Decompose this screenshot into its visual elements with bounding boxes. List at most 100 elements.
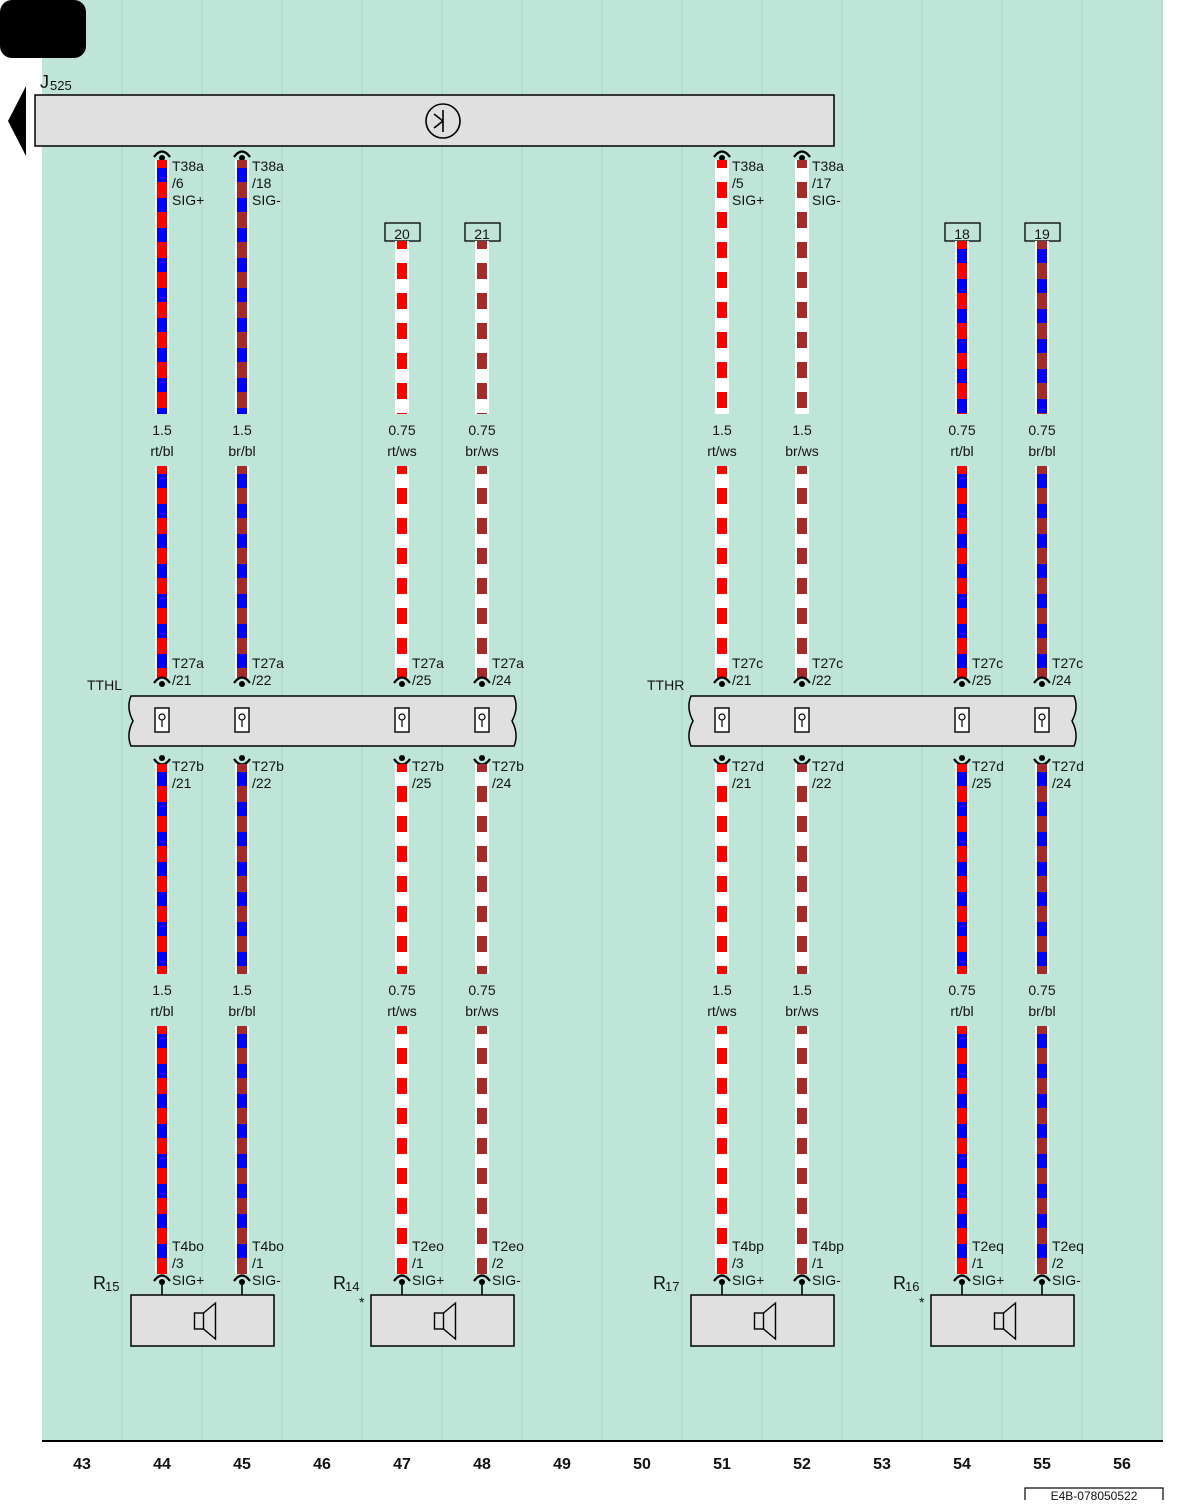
wire-stripe xyxy=(477,309,487,323)
wire-stripe xyxy=(957,369,967,383)
wire-stripe xyxy=(237,348,247,362)
wire-stripe xyxy=(717,198,727,212)
connector-bottom-icon xyxy=(233,1274,251,1282)
wire-stripe xyxy=(717,952,727,966)
pin-number: /1 xyxy=(252,1255,264,1271)
speaker-cone-icon xyxy=(1003,1301,1017,1341)
pin-signal: SIG+ xyxy=(412,1272,444,1288)
wire-stripe xyxy=(1037,862,1047,876)
wire-base-color xyxy=(477,1026,487,1274)
wire-stripe xyxy=(157,288,167,302)
wire-stripe xyxy=(237,1034,247,1048)
speaker-r15 xyxy=(130,1294,275,1347)
wire-stripe xyxy=(397,892,407,906)
wire-stripe xyxy=(237,802,247,816)
wire-stripe xyxy=(717,318,727,332)
wire-base-color xyxy=(797,160,807,414)
connector-bottom-dot xyxy=(1039,1279,1045,1285)
wire-stripe xyxy=(397,309,407,323)
pin-connector: T4bo xyxy=(252,1238,284,1254)
wire-size: 0.75 xyxy=(388,422,415,438)
wire-stripe xyxy=(797,594,807,608)
pin-connector: T38a xyxy=(172,158,204,174)
wire-stripe xyxy=(477,1124,487,1138)
pin-connector: T27a xyxy=(492,655,524,671)
wire-stripe xyxy=(477,862,487,876)
connector-tt-top-dot xyxy=(239,681,245,687)
wire-stripe xyxy=(237,534,247,548)
connector-bottom-dot xyxy=(719,1279,725,1285)
wire-stripe xyxy=(397,802,407,816)
connector-top-icon xyxy=(793,150,811,158)
pin-signal: SIG- xyxy=(1052,1272,1081,1288)
wire-stripe xyxy=(157,198,167,212)
connector-tt-top-icon xyxy=(793,676,811,684)
wire-stripe xyxy=(237,1244,247,1258)
speaker-letter: R xyxy=(333,1273,346,1293)
wire-color: br/bl xyxy=(228,443,255,459)
wire-base-color xyxy=(717,1026,727,1274)
wire-stripe xyxy=(237,1154,247,1168)
wire-stripe xyxy=(797,862,807,876)
wire-stripe xyxy=(1037,279,1047,293)
wire-stripe xyxy=(797,892,807,906)
wire-stripe xyxy=(157,378,167,392)
wire-base-color xyxy=(1037,241,1047,414)
wire-stripe xyxy=(1037,1184,1047,1198)
wire-color: rt/bl xyxy=(950,443,973,459)
pin-connector: T38a xyxy=(252,158,284,174)
wire-stripe xyxy=(1037,504,1047,518)
connector-tt-top-dot xyxy=(959,681,965,687)
wire-stripe xyxy=(237,654,247,668)
pin-connector: T27d xyxy=(812,758,844,774)
wire-stripe xyxy=(237,258,247,272)
wire-stripe xyxy=(1037,399,1047,413)
wire-stripe xyxy=(477,654,487,668)
wire-stripe xyxy=(397,832,407,846)
pin-connector: T4bp xyxy=(812,1238,844,1254)
connector-tt-top-dot xyxy=(719,681,725,687)
wire-stripe xyxy=(157,258,167,272)
pin-number: /1 xyxy=(812,1255,824,1271)
column-number: 45 xyxy=(233,1456,251,1473)
connector-tt-top-dot xyxy=(399,681,405,687)
wire-stripe xyxy=(1037,249,1047,263)
pin-number: /24 xyxy=(1052,672,1072,688)
wire-stripe xyxy=(1037,654,1047,668)
column-number: 49 xyxy=(553,1456,571,1473)
connector-bottom-dot xyxy=(159,1279,165,1285)
wire-stripe xyxy=(397,369,407,383)
wire-base-color xyxy=(157,1026,167,1274)
wire-stripe xyxy=(157,474,167,488)
wire-stripe xyxy=(237,892,247,906)
pin-number: /22 xyxy=(252,775,272,791)
wire-stripe xyxy=(717,168,727,182)
connector-bottom-icon xyxy=(953,1274,971,1282)
wire-stripe xyxy=(797,258,807,272)
wire-stripe xyxy=(797,408,807,414)
speaker-r16 xyxy=(930,1294,1075,1347)
wire-stripe xyxy=(237,1094,247,1108)
wire-stripe xyxy=(717,474,727,488)
connector-tt-top-icon xyxy=(953,676,971,684)
connector-tt-top-dot xyxy=(1039,681,1045,687)
wire-color: br/ws xyxy=(785,443,818,459)
wire-stripe xyxy=(477,1094,487,1108)
wire-stripe xyxy=(237,772,247,786)
pin-number: /3 xyxy=(172,1255,184,1271)
wire-stripe xyxy=(957,564,967,578)
wire-stripe xyxy=(797,378,807,392)
wire-stripe xyxy=(1037,832,1047,846)
wire-stripe xyxy=(477,534,487,548)
wire-base-color xyxy=(957,241,967,414)
pin-number: /21 xyxy=(172,775,192,791)
column-number: 55 xyxy=(1033,1456,1051,1473)
amplifier-symbol-icon xyxy=(425,103,461,139)
pin-connector: T27a xyxy=(252,655,284,671)
wire-size: 1.5 xyxy=(712,982,732,998)
wire-stripe xyxy=(397,1184,407,1198)
connector-tt-top-icon xyxy=(153,676,171,684)
wire-stripe xyxy=(1037,534,1047,548)
connector-tt-top-icon xyxy=(713,676,731,684)
ecu-subscript: 525 xyxy=(50,78,72,93)
